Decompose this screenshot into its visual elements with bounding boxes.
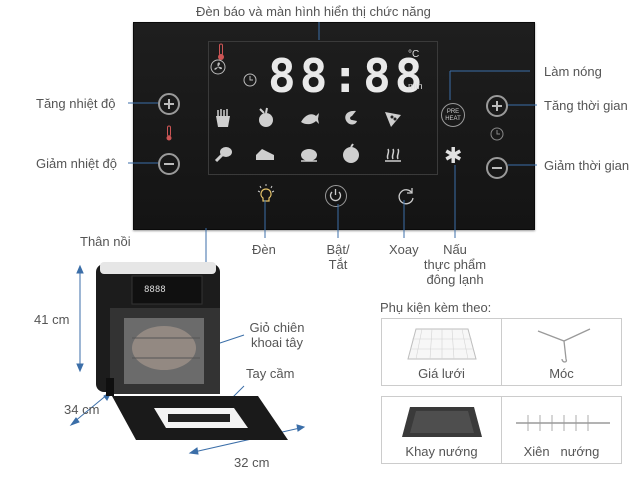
power-button[interactable] <box>325 185 347 207</box>
dehydrate-icon <box>385 148 401 162</box>
frozen-label-line3: đông lạnh <box>426 272 484 287</box>
control-panel: 88:88 °C min PRE HEAT ✱ <box>133 22 535 230</box>
baking-tray-icon <box>402 407 482 437</box>
hook-icon <box>537 328 591 363</box>
celsius-unit: °C <box>408 49 420 60</box>
time-up-label: Tăng thời gian <box>544 98 628 113</box>
rotate-label: Xoay <box>389 242 419 257</box>
accessory-skewer-name: Xiên nướng <box>523 444 600 459</box>
fan-icon <box>210 59 226 75</box>
pizza-icon <box>385 112 401 127</box>
clock-small-icon <box>490 127 504 141</box>
basket-label: Giỏ chiên khoai tây <box>244 320 310 350</box>
display-area <box>208 41 438 175</box>
handle-label: Tay cầm <box>246 366 295 381</box>
temp-up-button[interactable] <box>158 93 180 115</box>
power-label: Bật/ Tắt <box>318 242 358 272</box>
display-label: Đèn báo và màn hình hiển thị chức năng <box>196 4 431 19</box>
accessory-skewer: Xiên nướng <box>501 396 622 464</box>
vegetable-icon <box>259 107 273 127</box>
fries-icon <box>216 109 230 127</box>
light-label: Đèn <box>252 242 276 257</box>
fruit-icon <box>343 143 359 163</box>
depth-dimension: 34 cm <box>64 402 100 417</box>
fish-icon <box>301 113 319 125</box>
time-down-label: Giảm thời gian <box>544 158 630 173</box>
power-label-line1: Bật/ <box>326 242 350 257</box>
accessory-hook-name: Móc <box>549 366 574 381</box>
temp-down-label: Giảm nhiệt độ <box>36 156 117 171</box>
preheat-label: Làm nóng <box>544 64 602 79</box>
preheat-button-line2: HEAT <box>445 116 461 122</box>
temp-down-button[interactable] <box>158 153 180 175</box>
width-dimension: 32 cm <box>234 455 270 470</box>
power-icon <box>329 189 342 202</box>
time-display: 88:88 <box>268 49 427 103</box>
body-label: Thân nồi <box>80 234 131 249</box>
basket-label-line1: Giỏ chiên <box>249 320 305 335</box>
time-down-button[interactable] <box>486 157 508 179</box>
chicken-leg-icon <box>214 147 232 163</box>
rack-icon <box>407 328 477 360</box>
accessories-title: Phụ kiện kèm theo: <box>380 300 492 315</box>
accessory-hook: Móc <box>501 318 622 386</box>
time-up-button[interactable] <box>486 95 508 117</box>
roast-icon <box>301 149 317 162</box>
cake-icon <box>256 149 274 160</box>
shrimp-icon <box>345 110 357 125</box>
accessory-tray-name: Khay nướng <box>405 444 478 459</box>
air-fryer-image: 8888 <box>96 262 288 440</box>
accessory-rack: Giá lưới <box>381 318 502 386</box>
preheat-button-line1: PRE <box>446 109 460 115</box>
thermometer-icon <box>218 43 224 60</box>
accessory-rack-name: Giá lưới <box>418 366 465 381</box>
thermometer-small-icon <box>166 125 172 141</box>
svg-text:8888: 8888 <box>144 285 166 295</box>
frozen-label-line1: Nấu <box>443 242 467 257</box>
frozen-label: Nấu thực phẩm đông lạnh <box>418 242 492 287</box>
basket-label-line2: khoai tây <box>250 335 304 350</box>
clock-icon <box>243 73 257 87</box>
temp-up-label: Tăng nhiệt độ <box>36 96 116 111</box>
rotate-button[interactable] <box>395 185 417 207</box>
light-button[interactable] <box>255 183 277 207</box>
skewer-icon <box>516 415 610 431</box>
minute-unit: min <box>408 81 423 91</box>
snowflake-icon[interactable]: ✱ <box>444 143 463 168</box>
height-dimension: 41 cm <box>34 312 70 327</box>
power-label-line2: Tắt <box>328 257 348 272</box>
accessory-tray: Khay nướng <box>381 396 502 464</box>
frozen-label-line2: thực phẩm <box>423 257 487 272</box>
preheat-button[interactable]: PRE HEAT <box>441 103 465 127</box>
